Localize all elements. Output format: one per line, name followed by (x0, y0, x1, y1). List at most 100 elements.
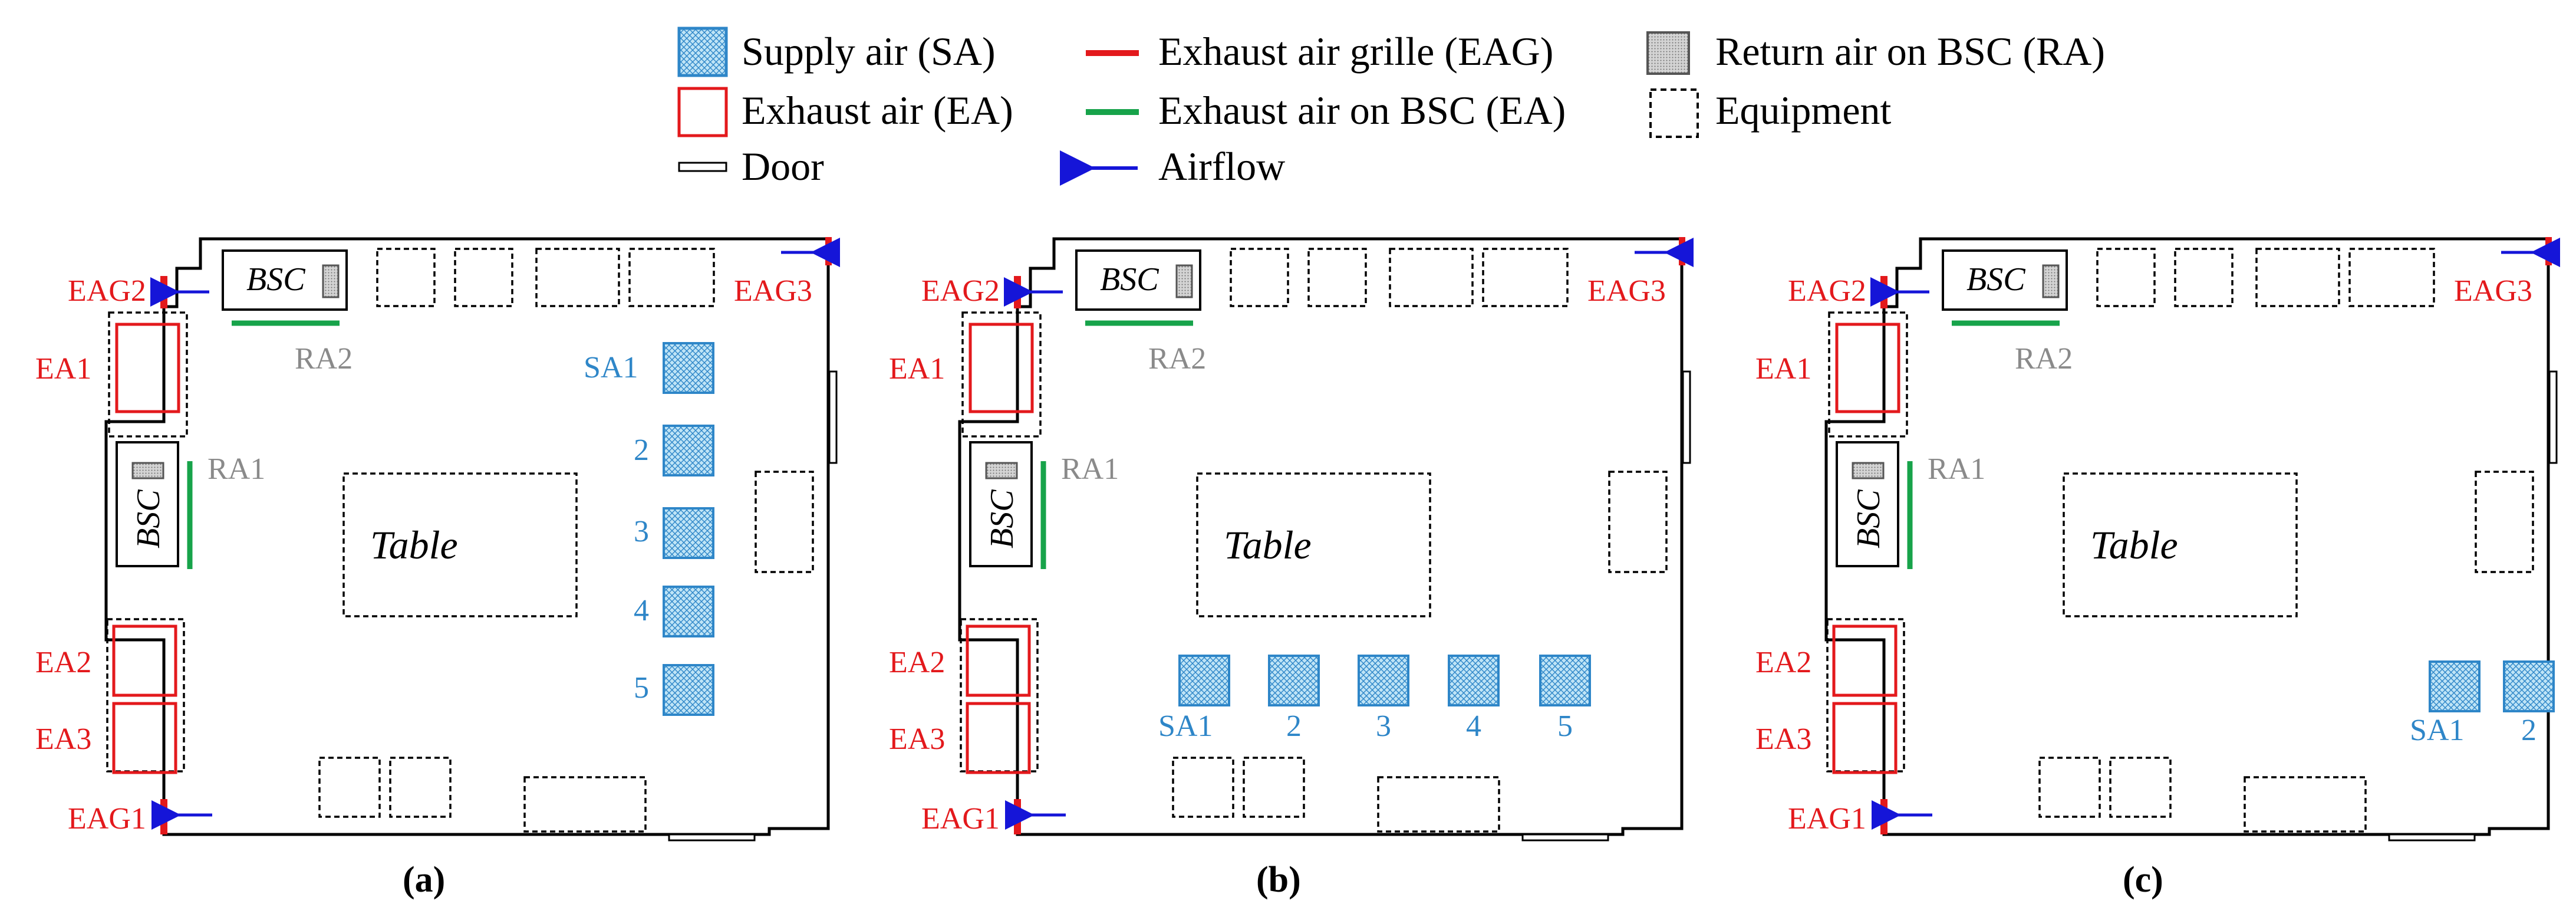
supply-diffuser (663, 425, 714, 476)
supply-diffuser-label: 4 (1466, 709, 1481, 743)
room-walls (104, 237, 830, 836)
equipment-item (318, 757, 381, 818)
ra2-grille (322, 264, 340, 298)
equipment-item (2174, 248, 2234, 307)
ea2-box (966, 625, 1031, 697)
table (342, 472, 578, 617)
legend-return-bsc-label: Return air on BSC (RA) (1715, 29, 2105, 74)
door-right (1682, 370, 1691, 464)
supply-diffuser-label: 4 (634, 594, 649, 627)
equipment-item (2348, 248, 2435, 307)
supply-diffuser (1178, 655, 1230, 706)
supply-diffuser-label: 2 (1286, 709, 1302, 743)
eag2-label: EAG2 (68, 274, 146, 308)
ea3-box (1832, 702, 1898, 774)
bsc-left-label: BSC (984, 489, 1020, 548)
room-panel: BSC RA2 BSC RA1 EA1 EA2 EA3 EAG2 EAG1 EA… (35, 237, 840, 900)
room-panel: BSC RA2 BSC RA1 EA1 EA2 EA3 EAG2 EAG1 EA… (889, 237, 1694, 900)
supply-diffuser (663, 586, 714, 637)
ra2-label: RA2 (295, 342, 353, 376)
legend-exhaust-swatch (677, 87, 728, 137)
equipment-item (2244, 776, 2367, 833)
bsc-left (1836, 441, 1899, 567)
legend-exhaust-bsc-label: Exhaust air on BSC (EA) (1158, 88, 1566, 133)
ea2-box (1832, 625, 1898, 697)
supply-diffuser (2429, 660, 2481, 712)
table-label: Table (2090, 522, 2178, 567)
legend-airflow-label: Airflow (1158, 144, 1285, 189)
equipment-item (1608, 471, 1668, 573)
door-bottom (2388, 833, 2476, 842)
legend: Supply air (SA) Exhaust air (EA) Door Ex… (677, 27, 2105, 189)
supply-diffuser (663, 342, 714, 394)
room-walls (958, 237, 1684, 836)
equipment-item (523, 776, 647, 833)
ea1-box (1835, 323, 1900, 413)
equipment-item (454, 248, 513, 307)
equipment-item (1389, 248, 1474, 307)
equipment-group (2038, 248, 2534, 833)
equipment-group (318, 248, 814, 833)
table (1196, 472, 1431, 617)
ra1-grille (1852, 462, 1885, 479)
equipment-item (2475, 471, 2534, 573)
supply-diffuser (1358, 655, 1409, 706)
supply-diffuser-label: SA1 (1158, 709, 1213, 743)
equipment-item (1482, 248, 1569, 307)
door-right (828, 370, 838, 464)
ra1-label: RA1 (1928, 452, 1985, 486)
bsc-top-label: BSC (1100, 261, 1159, 298)
legend-exhaust-grille-label: Exhaust air grille (EAG) (1158, 29, 1553, 74)
supply-diffuser-label: 3 (1376, 709, 1391, 743)
panel-caption: (b) (1256, 860, 1301, 900)
equipment-item (2096, 248, 2156, 307)
ea2-label: EA2 (35, 646, 91, 679)
ea3-label: EA3 (35, 722, 91, 756)
equipment-item (755, 471, 814, 573)
ea3-label: EA3 (889, 722, 945, 756)
equipment-item (376, 248, 436, 307)
door-bottom (668, 833, 756, 842)
ra2-grille (2042, 264, 2060, 298)
room-walls (1824, 237, 2550, 836)
eag2-label: EAG2 (1788, 274, 1866, 308)
eag1-grille (1880, 799, 1887, 834)
ra2-label: RA2 (1148, 342, 1206, 376)
eag1-label: EAG1 (68, 802, 146, 836)
eag1-grille (160, 799, 167, 834)
supply-diffuser-label: SA1 (584, 351, 638, 384)
legend-equipment-swatch (1649, 88, 1699, 138)
ea1-box (115, 323, 180, 413)
ea3-label: EA3 (1755, 722, 1811, 756)
supply-diffuser-label: 3 (634, 515, 649, 548)
equipment-item (535, 248, 620, 307)
ra1-grille (131, 462, 164, 479)
ra1-grille (985, 462, 1018, 479)
eag2-grille (160, 276, 167, 308)
legend-equipment-label: Equipment (1715, 88, 1892, 133)
door-right (2548, 370, 2558, 464)
bsc-top-label: BSC (1966, 261, 2025, 298)
panel-caption: (c) (2123, 860, 2163, 900)
eag1-grille (1014, 799, 1021, 834)
legend-supply-label: Supply air (SA) (742, 29, 996, 74)
supply-diffuser (2503, 660, 2555, 712)
eag3-grille (1679, 237, 1685, 265)
supply-diffuser-label: 2 (2521, 714, 2537, 747)
ra2-label: RA2 (2015, 342, 2073, 376)
ea3-box (112, 702, 177, 774)
eag3-grille (2545, 237, 2552, 265)
eag2-label: EAG2 (921, 274, 1000, 308)
supply-diffuser-label: SA1 (2410, 714, 2464, 747)
equipment-item (1243, 757, 1305, 818)
panel-caption: (a) (403, 860, 445, 900)
legend-door-label: Door (742, 144, 824, 189)
equipment-item (1230, 248, 1289, 307)
legend-exhaust-label: Exhaust air (EA) (742, 88, 1013, 133)
ea-dashed-top (108, 311, 188, 438)
eag1-label: EAG1 (1788, 802, 1866, 836)
equipment-group (1172, 248, 1668, 833)
eag2-grille (1014, 276, 1021, 308)
